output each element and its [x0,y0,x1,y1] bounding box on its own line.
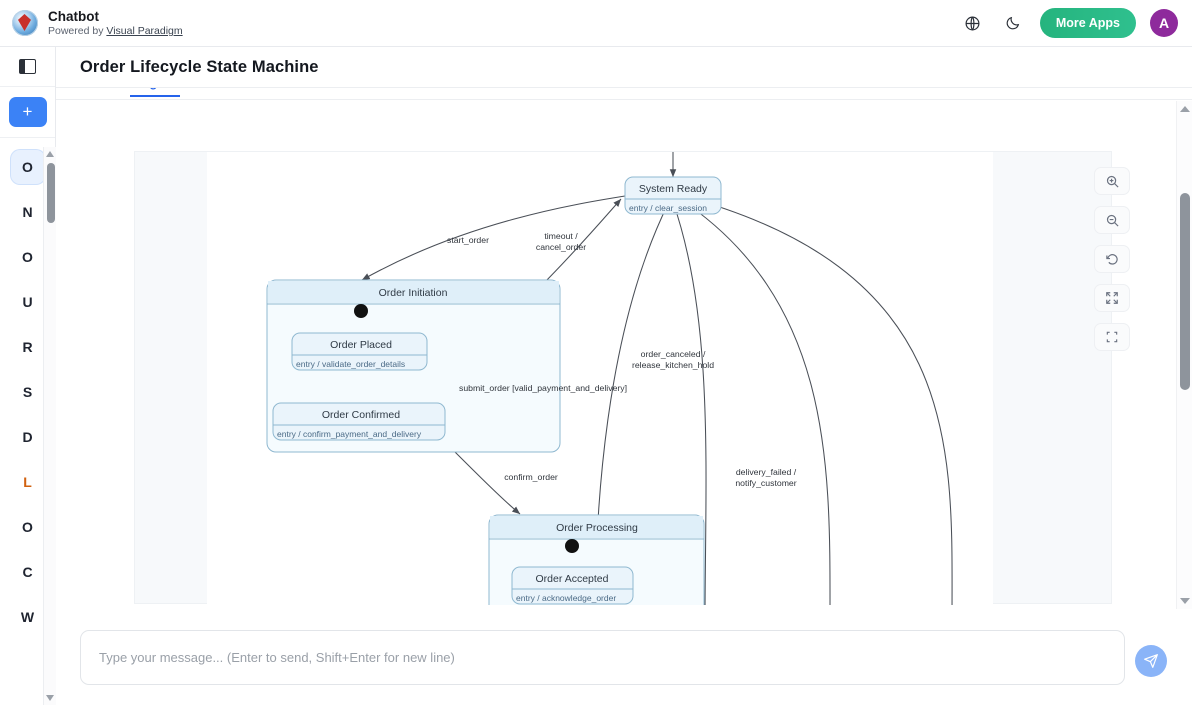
chat-item-2[interactable]: O [11,240,45,274]
content-header: Order Lifecycle State Machine [56,47,1192,88]
chat-item-1[interactable]: N [11,195,45,229]
svg-text:entry / validate_order_details: entry / validate_order_details [296,359,405,369]
avatar[interactable]: A [1150,9,1178,37]
fullscreen-icon[interactable] [1094,323,1130,351]
sidebar-rail: + ONOURSDLOCW [0,47,56,658]
panel-toggle-button[interactable] [0,47,55,87]
state-machine-diagram: Order Initiation Order Placed entry / va… [135,152,1113,605]
scroll-up-arrow-icon[interactable] [46,151,54,157]
main-content: Order Lifecycle State Machine Diagram Pla… [56,47,1192,658]
more-apps-button[interactable]: More Apps [1040,8,1136,38]
svg-text:entry / clear_session: entry / clear_session [629,203,707,213]
panel-toggle-icon [19,59,36,74]
svg-text:Order Confirmed: Order Confirmed [322,409,400,421]
zoom-out-icon[interactable] [1094,206,1130,234]
app-header: Chatbot Powered by Visual Paradigm More … [0,0,1192,47]
diagram-canvas-frame: Order Initiation Order Placed entry / va… [134,151,1112,604]
powered-by-text: Powered by [48,25,106,37]
tab-list: Diagram PlantUML Source [130,88,1192,97]
globe-icon[interactable] [960,10,986,36]
page-title: Order Lifecycle State Machine [80,58,319,77]
svg-text:entry / confirm_payment_and_de: entry / confirm_payment_and_delivery [277,429,422,439]
svg-text:order_canceled /: order_canceled / [641,349,706,359]
chat-item-8[interactable]: O [11,510,45,544]
fit-screen-icon[interactable] [1094,284,1130,312]
state-order-processing: Order Processing Order Accepted entry / … [489,515,704,605]
chat-item-10[interactable]: W [11,600,45,634]
chat-item-5[interactable]: S [11,375,45,409]
scroll-down-arrow-icon[interactable] [1180,598,1190,604]
new-chat-button[interactable]: + [9,97,47,127]
moon-icon[interactable] [1000,10,1026,36]
scroll-down-arrow-icon[interactable] [46,695,54,701]
zoom-in-icon[interactable] [1094,167,1130,195]
chat-item-4[interactable]: R [11,330,45,364]
svg-text:confirm_order: confirm_order [504,472,558,482]
scroll-thumb[interactable] [47,163,55,223]
svg-text:notify_customer: notify_customer [735,478,796,488]
svg-text:delivery_failed /: delivery_failed / [736,467,797,477]
svg-text:start_order: start_order [447,235,489,245]
svg-text:Order Processing: Order Processing [556,522,638,534]
diagram-viewport[interactable]: Order Initiation Order Placed entry / va… [56,101,1151,609]
scroll-thumb[interactable] [1180,193,1190,390]
content-scrollbar[interactable] [1176,101,1192,609]
message-composer [56,615,1192,705]
tab-plantuml-source[interactable]: PlantUML Source [206,88,304,97]
svg-text:cancel_order: cancel_order [536,242,586,252]
chat-item-7[interactable]: L [11,465,45,499]
brand: Chatbot Powered by Visual Paradigm [0,9,183,38]
svg-text:timeout /: timeout / [544,231,578,241]
send-button[interactable] [1135,645,1167,677]
diagram-toolbar [1094,167,1130,351]
chat-item-6[interactable]: D [11,420,45,454]
state-order-initiation: Order Initiation Order Placed entry / va… [267,280,560,452]
chat-item-9[interactable]: C [11,555,45,589]
brand-subtitle: Powered by Visual Paradigm [48,25,183,37]
svg-text:Order Accepted: Order Accepted [536,573,609,585]
svg-text:Order Placed: Order Placed [330,339,392,351]
visual-paradigm-link[interactable]: Visual Paradigm [106,25,182,37]
brand-title: Chatbot [48,9,183,25]
tab-diagram[interactable]: Diagram [130,88,180,97]
app-logo-icon [12,10,38,36]
sidebar-scrollbar[interactable] [43,147,56,705]
svg-text:submit_order [valid_payment_an: submit_order [valid_payment_and_delivery… [459,383,627,393]
svg-text:entry / acknowledge_order: entry / acknowledge_order [516,593,616,603]
svg-text:System Ready: System Ready [639,183,708,195]
reset-zoom-icon[interactable] [1094,245,1130,273]
svg-text:release_kitchen_hold: release_kitchen_hold [632,360,714,370]
chat-item-0[interactable]: O [11,150,45,184]
tab-bar: Diagram PlantUML Source [56,88,1192,100]
scroll-up-arrow-icon[interactable] [1180,106,1190,112]
chat-item-3[interactable]: U [11,285,45,319]
svg-text:Order Initiation: Order Initiation [379,287,448,299]
state-system-ready: System Ready entry / clear_session [625,177,721,214]
